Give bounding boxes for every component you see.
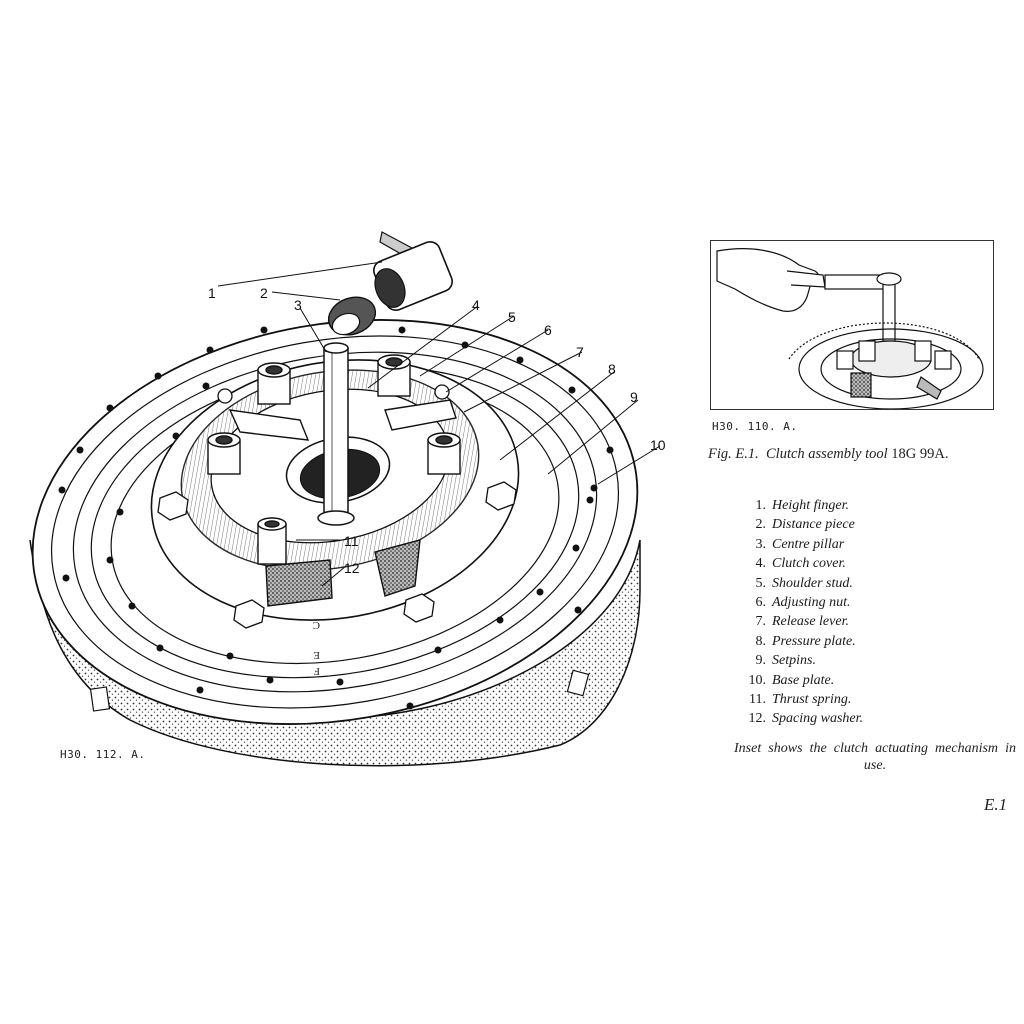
caption-text: Clutch assembly tool <box>766 446 888 462</box>
height-finger <box>373 231 453 312</box>
legend-label: Release lever. <box>772 614 849 630</box>
callout-8: 8 <box>608 361 616 377</box>
plate-letter-e: E <box>313 649 320 661</box>
figure-caption: Fig. E.1. Clutch assembly tool 18G 99A. <box>708 446 948 463</box>
callout-5: 5 <box>508 309 516 325</box>
legend-number: 7. <box>755 614 767 630</box>
legend-number: 8. <box>755 633 767 649</box>
callout-9: 9 <box>630 389 638 405</box>
legend-label: Thrust spring. <box>772 691 852 707</box>
callout-4: 4 <box>472 297 480 313</box>
spring-pillars <box>207 354 461 565</box>
callout-11: 11 <box>344 533 359 549</box>
legend-item: 2. Distance piece <box>742 515 863 534</box>
leader-lines <box>217 261 661 587</box>
legend-number: 9. <box>755 653 767 669</box>
legend-number: 1. <box>755 498 767 513</box>
inset-figure-reference: H30. 110. A. <box>712 420 798 433</box>
legend-label: Pressure plate. <box>772 633 856 649</box>
legend-label: Setpins. <box>772 653 816 669</box>
caption-prefix: Fig. E.1. <box>708 446 759 462</box>
page-number: E.1 <box>984 795 1008 814</box>
inset-illustration <box>710 240 994 410</box>
legend-number: 4. <box>755 556 767 572</box>
distance-piece <box>327 296 377 336</box>
legend-number: 12. <box>748 711 767 727</box>
centre-pillar <box>317 342 355 526</box>
parts-legend: 1. Height finger. 2. Distance piece 3. Cent… <box>742 496 864 729</box>
legend-item: 9. Setpins. <box>742 651 863 670</box>
legend-label: Adjusting nut. <box>772 594 851 610</box>
callout-6: 6 <box>544 322 552 338</box>
legend-label: Shoulder stud. <box>772 575 853 591</box>
legend-label: Distance piece <box>772 517 855 533</box>
legend-item: 8. Pressure plate. <box>742 632 863 651</box>
callout-1: 1 <box>208 285 216 301</box>
legend-item: 10. Base plate. <box>742 671 863 690</box>
legend-number: 10. <box>748 672 767 688</box>
legend-label: Clutch cover. <box>772 556 846 572</box>
callout-12: 12 <box>344 560 360 576</box>
legend-label: Height finger. <box>772 498 849 513</box>
callout-3: 3 <box>294 297 302 313</box>
release-levers <box>228 399 457 607</box>
plate-letters: C E F <box>313 619 320 677</box>
legend-item: 3. Centre pillar <box>742 535 863 554</box>
inset-drawing <box>716 248 984 409</box>
legend-number: 5. <box>755 575 767 591</box>
legend-item: 6. Adjusting nut. <box>742 593 863 612</box>
legend-item: 7. Release lever. <box>742 612 863 631</box>
legend-item: 12. Spacing washer. <box>742 709 864 728</box>
legend-number: 6. <box>755 594 767 610</box>
legend-item: 4. Clutch cover. <box>742 554 863 573</box>
callout-7: 7 <box>576 344 584 360</box>
legend-number: 3. <box>755 536 767 552</box>
setpin-bolts <box>157 384 517 629</box>
legend-number: 2. <box>755 517 767 533</box>
legend-label: Base plate. <box>772 672 835 688</box>
legend-item: 11. Thrust spring. <box>742 690 863 709</box>
callout-2: 2 <box>260 285 268 301</box>
legend-item: 1. Height finger. <box>742 496 863 515</box>
caption-tool-number: 18G 99A. <box>891 446 949 462</box>
main-figure-reference: H30. 112. A. <box>60 748 146 761</box>
legend-item: 5. Shoulder stud. <box>742 574 863 593</box>
legend-label: Centre pillar <box>772 536 845 552</box>
plate-letter-c: C <box>313 619 320 631</box>
callout-10: 10 <box>650 437 666 453</box>
legend-label: Spacing washer. <box>772 711 863 727</box>
callout-numbers: 1 2 3 4 5 6 7 8 9 10 11 12 <box>208 285 666 576</box>
plate-letter-f: F <box>314 665 320 677</box>
legend-number: 11. <box>749 691 766 707</box>
inset-note: Inset shows the clutch actuating mechani… <box>734 741 1016 773</box>
